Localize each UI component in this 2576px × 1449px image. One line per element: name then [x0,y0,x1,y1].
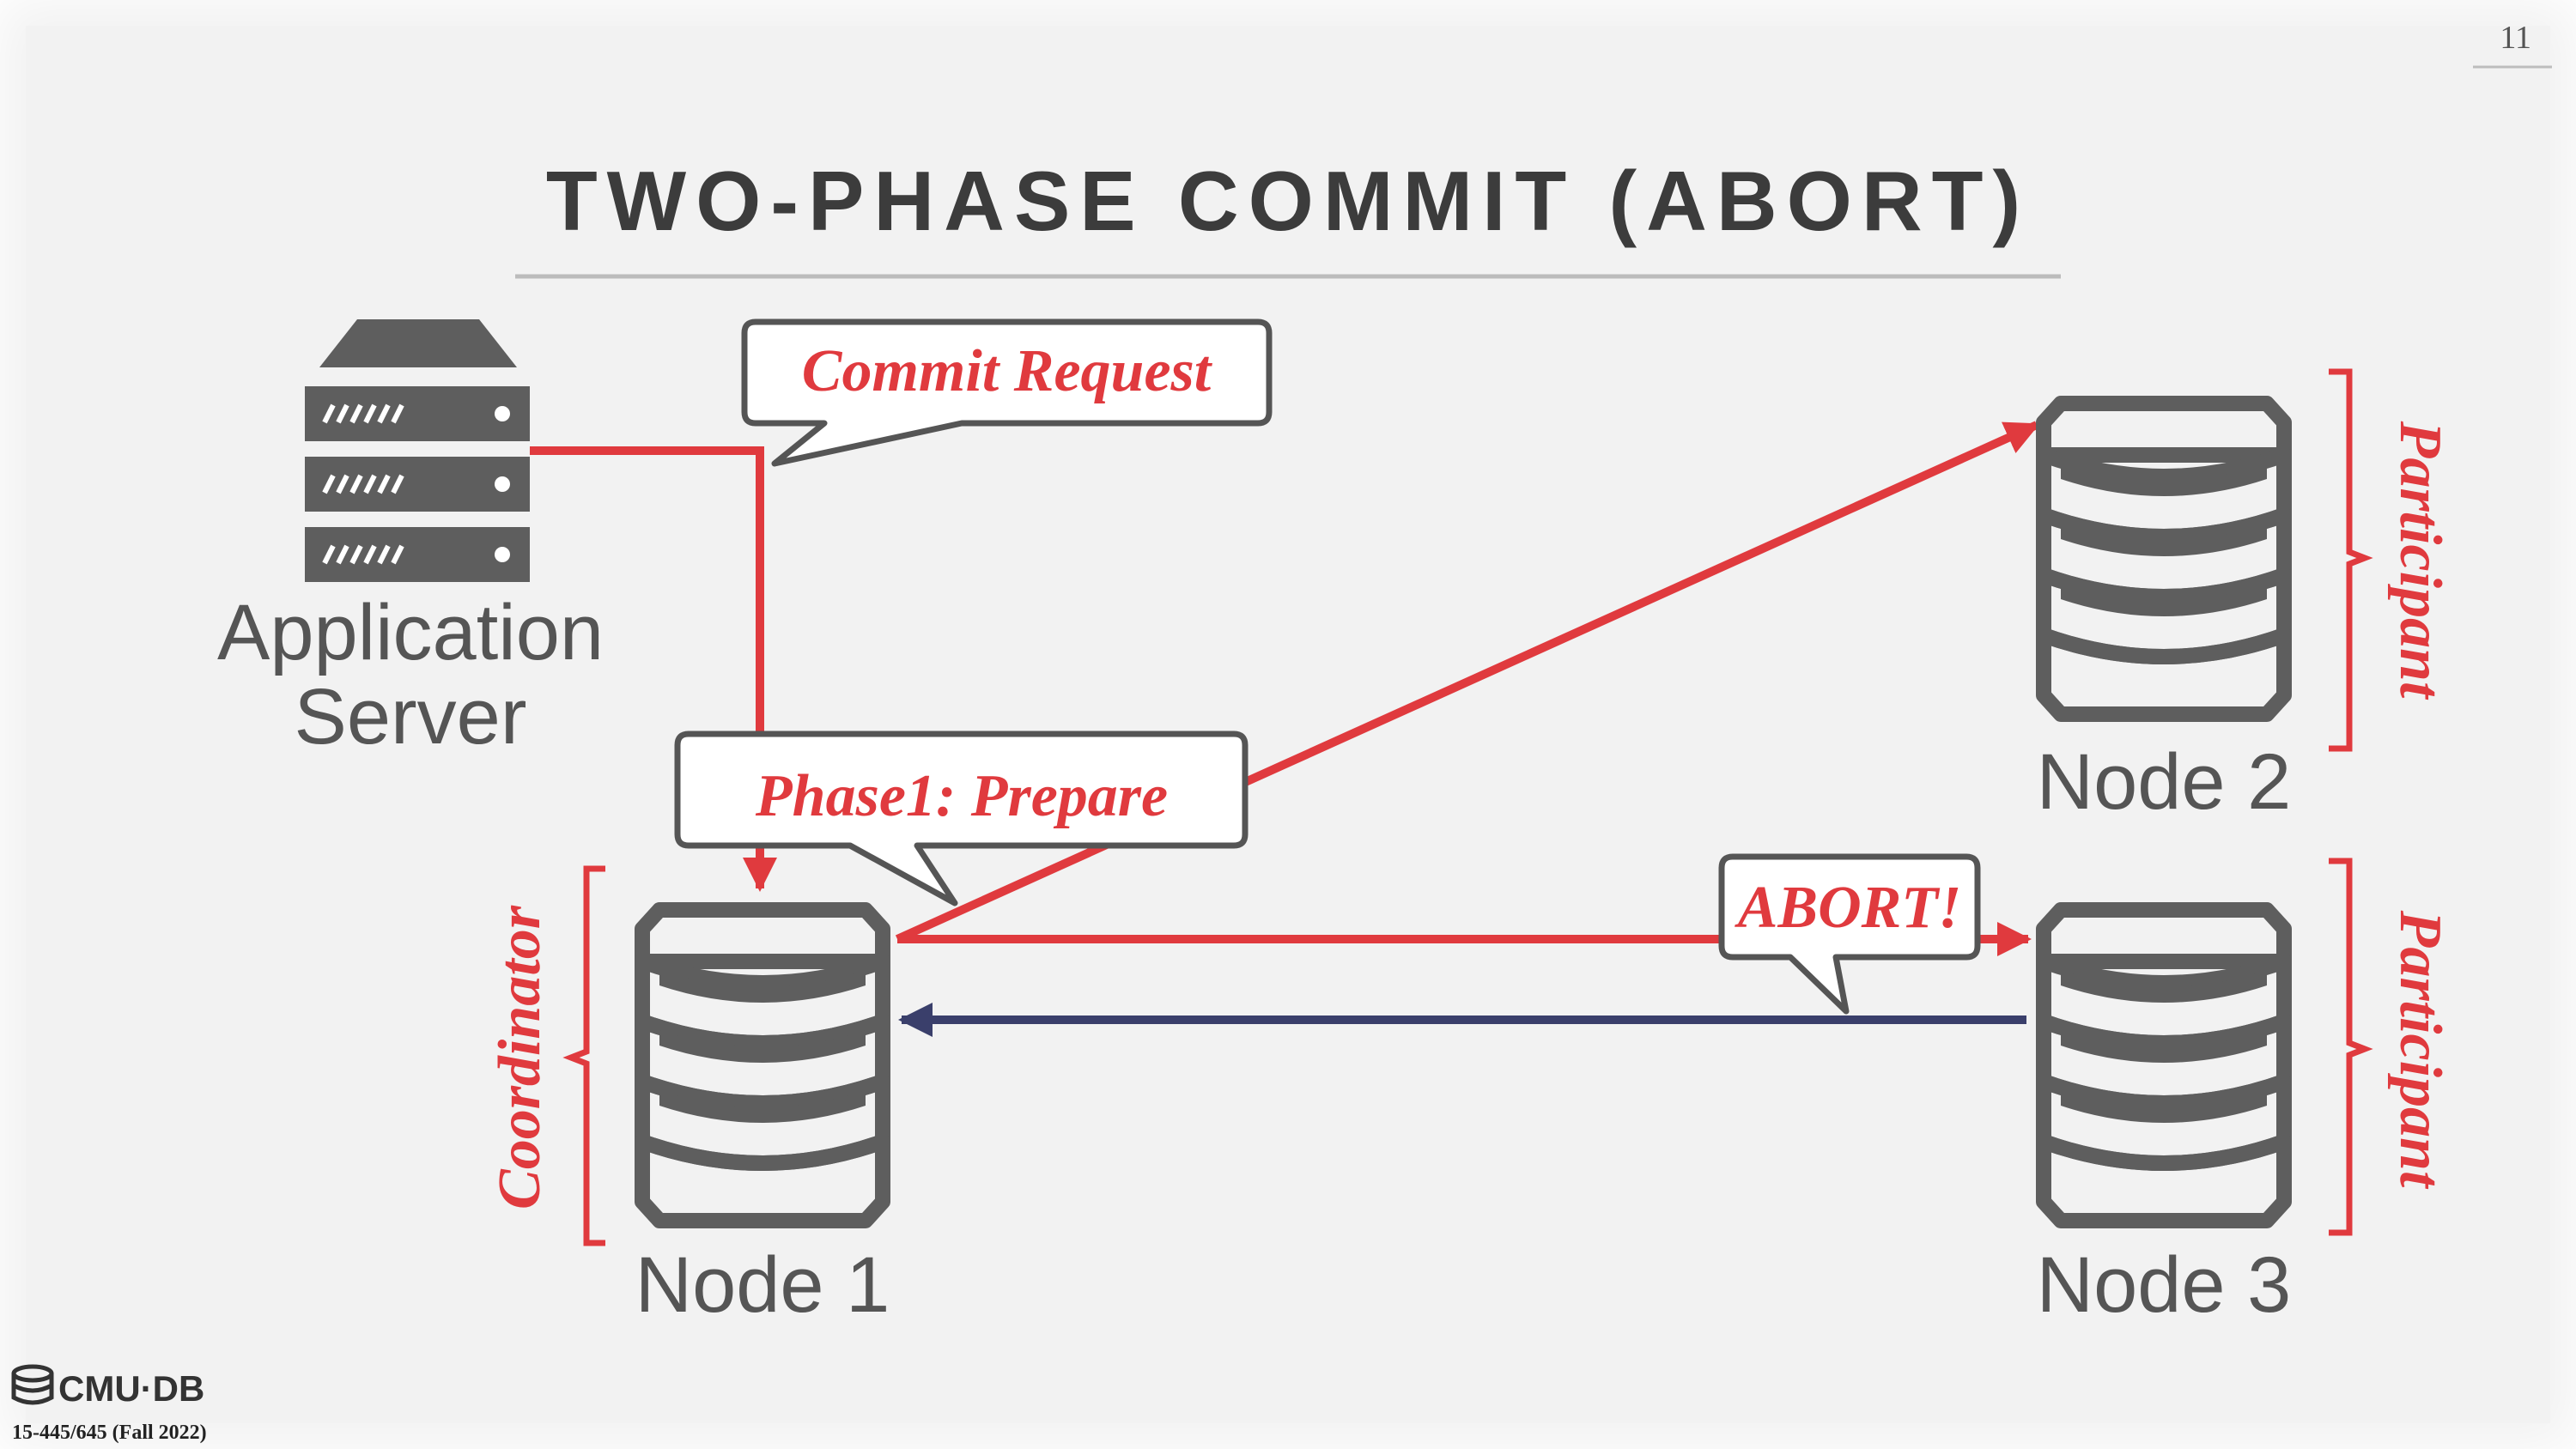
abort-callout: ABORT! [1718,853,1981,1015]
prepare-arrow-node2 [895,421,2040,943]
page-number: 11 [2500,20,2531,56]
node2-db-icon [2044,403,2284,714]
logo-text: CMU·DB [58,1368,204,1409]
participant-brace-node2 [2329,368,2373,752]
course-label: 15-445/645 (Fall 2022) [12,1422,207,1444]
participant-label-node2: Participant [2387,421,2453,700]
coordinator-brace [562,865,605,1246]
app-server-label-line2: Server [295,673,527,761]
app-server-label-line1: Application [217,589,604,676]
participant-label-node3: Participant [2387,910,2453,1190]
commit-request-callout: Commit Request [741,318,1273,467]
node3-label: Node 3 [2037,1241,2292,1329]
slide-background [26,26,2550,1423]
node1-db-icon [642,910,883,1221]
prepare-callout: Phase1: Prepare [674,731,1249,906]
participant-brace-node3 [2329,858,2373,1236]
database-logo-icon [11,1364,54,1405]
node2-label: Node 2 [2037,738,2292,826]
abort-text: ABORT! [1735,875,1962,941]
node3-db-icon [2044,910,2284,1221]
server-icon [305,319,530,582]
cmu-db-logo: CMU·DB [11,1364,204,1409]
prepare-text: Phase1: Prepare [755,763,1168,829]
node1-label: Node 1 [635,1241,890,1329]
commit-request-text: Commit Request [802,338,1213,404]
slide-title: TWO-PHASE COMMIT (ABORT) [546,154,2030,248]
coordinator-label: Coordinator [487,905,553,1210]
